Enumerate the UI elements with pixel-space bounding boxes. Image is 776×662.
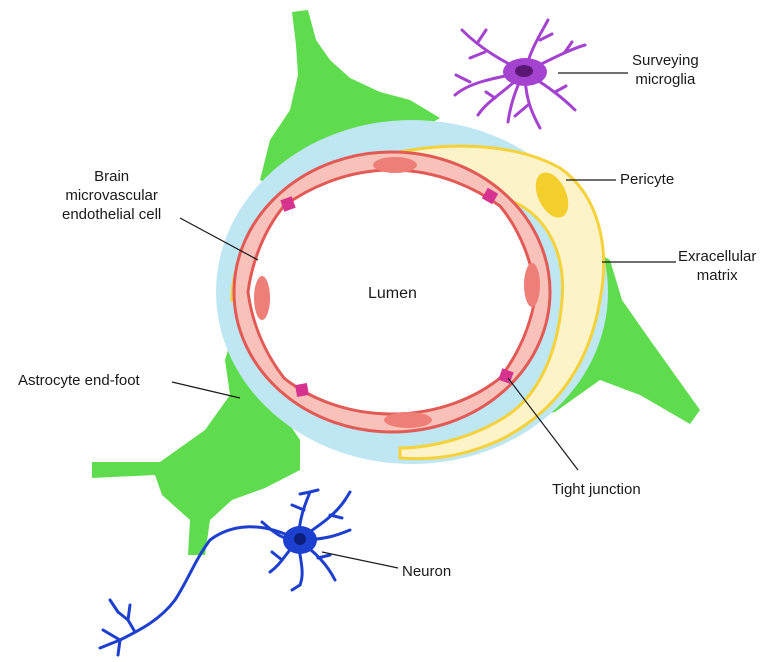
- label-neuron: Neuron: [402, 563, 451, 582]
- endothelial-nucleus-left: [254, 276, 270, 320]
- label-microglia: Surveying microglia: [632, 52, 699, 90]
- label-lumen: Lumen: [368, 284, 417, 304]
- label-astrocyte: Astrocyte end-foot: [18, 372, 140, 391]
- tight-junction: [295, 383, 309, 397]
- label-endothelial-line1: Brain: [62, 168, 161, 187]
- endothelial-nucleus-top: [373, 157, 417, 173]
- neuron: [100, 490, 350, 655]
- label-ecm-line1: Exracellular: [678, 248, 756, 267]
- microglia-nucleus: [515, 65, 533, 77]
- label-microglia-line1: Surveying: [632, 52, 699, 71]
- label-ecm: Exracellular matrix: [678, 248, 756, 286]
- leader-neuron: [322, 552, 398, 568]
- endothelial-nucleus-right: [524, 263, 540, 307]
- label-ecm-line2: matrix: [678, 267, 756, 286]
- neuron-nucleus: [294, 533, 306, 545]
- label-microglia-line2: microglia: [632, 71, 699, 90]
- microglia: [455, 20, 585, 128]
- label-endothelial-line2: microvascular: [62, 187, 161, 206]
- label-endothelial: Brain microvascular endothelial cell: [62, 168, 161, 224]
- label-endothelial-line3: endothelial cell: [62, 206, 161, 225]
- label-tight-junction: Tight junction: [552, 481, 641, 500]
- label-pericyte: Pericyte: [620, 171, 674, 190]
- endothelial-nucleus-bottom: [384, 412, 432, 428]
